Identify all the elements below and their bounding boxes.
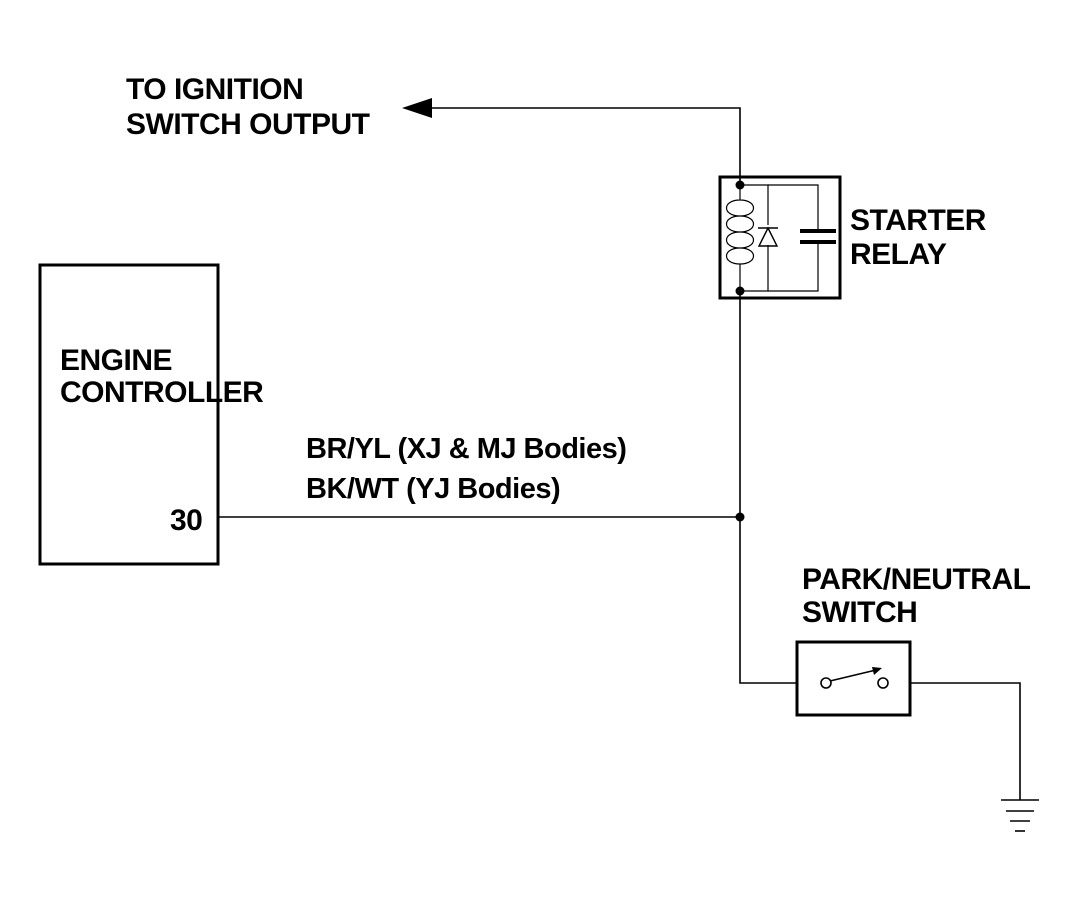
switch-to-ground-wire bbox=[910, 682, 1021, 800]
park-neutral-label-line2: SWITCH bbox=[802, 596, 917, 629]
starter-relay-label-line1: STARTER bbox=[850, 204, 987, 237]
relay-cap-bottom-wire bbox=[768, 243, 819, 292]
ignition-wire bbox=[430, 107, 741, 185]
relay-inner-top-wire bbox=[740, 184, 769, 225]
relay-coil-icon bbox=[725, 185, 755, 291]
ignition-label-line2: SWITCH OUTPUT bbox=[126, 108, 370, 141]
park-neutral-switch bbox=[795, 640, 912, 717]
switch-icon bbox=[820, 667, 889, 689]
relay-inner-bottom-wire bbox=[740, 245, 769, 292]
engine-controller bbox=[38, 263, 220, 566]
ignition-label-line1: TO IGNITION bbox=[126, 73, 303, 106]
engine-controller-box bbox=[38, 263, 220, 566]
ground-icon bbox=[1001, 799, 1039, 832]
wire-label-line1: BR/YL (XJ & MJ Bodies) bbox=[306, 433, 626, 465]
engine-controller-pin-label: 30 bbox=[170, 504, 202, 537]
capacitor-icon bbox=[800, 229, 836, 244]
engine-controller-label-line2: CONTROLLER bbox=[60, 376, 264, 409]
park-neutral-label-line1: PARK/NEUTRAL bbox=[802, 563, 1031, 596]
park-neutral-switch-box bbox=[795, 640, 912, 717]
engine-controller-label-line1: ENGINE bbox=[60, 344, 172, 377]
starter-relay bbox=[718, 175, 842, 300]
diode-icon bbox=[757, 226, 779, 247]
starter-relay-box bbox=[718, 175, 842, 300]
relay-cap-top-wire bbox=[768, 184, 819, 230]
relay-to-switch-wire bbox=[739, 291, 797, 684]
wire-label-line2: BK/WT (YJ Bodies) bbox=[306, 473, 560, 505]
relay-top-terminal bbox=[735, 180, 745, 190]
ignition-feed bbox=[402, 98, 741, 185]
splice-dot bbox=[735, 512, 745, 522]
starter-relay-label-line2: RELAY bbox=[850, 238, 947, 271]
arrow-left-icon bbox=[402, 98, 432, 118]
